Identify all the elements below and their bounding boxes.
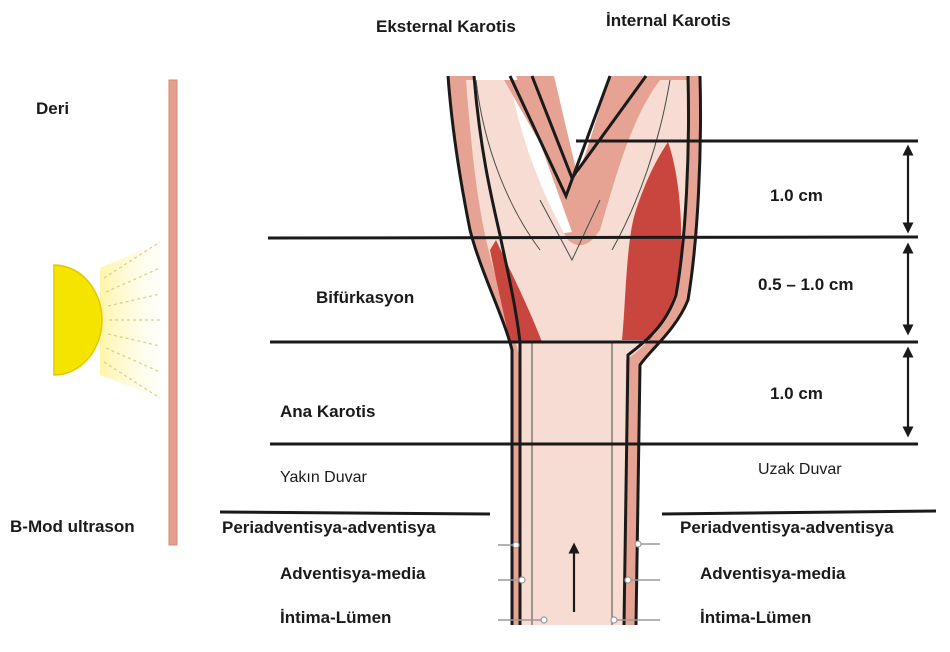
- external-carotid-label: Eksternal Karotis: [376, 18, 516, 35]
- intima-lumen-label-left: İntima-Lümen: [280, 609, 391, 626]
- internal-carotid-label: İnternal Karotis: [606, 12, 731, 29]
- intima-lumen-label-right: İntima-Lümen: [700, 609, 811, 626]
- skin-line: [169, 80, 177, 545]
- carotid-vessel: [448, 76, 701, 625]
- internal-segment-length: 1.0 cm: [770, 187, 823, 204]
- skin-label: Deri: [36, 100, 69, 117]
- periadventitia-label-right: Periadventisya-adventisya: [680, 519, 894, 536]
- periadventitia-label-left: Periadventisya-adventisya: [222, 519, 436, 536]
- ultrasound-beam: [100, 242, 160, 398]
- far-wall-label: Uzak Duvar: [758, 462, 842, 478]
- adventitia-media-label-left: Adventisya-media: [280, 565, 426, 582]
- bifurcation-segment-length: 0.5 – 1.0 cm: [758, 276, 853, 293]
- transducer-icon: [54, 265, 102, 375]
- b-mode-label: B-Mod ultrason: [10, 518, 135, 535]
- common-segment-length: 1.0 cm: [770, 385, 823, 402]
- adventitia-media-label-right: Adventisya-media: [700, 565, 846, 582]
- common-carotid-label: Ana Karotis: [280, 403, 375, 420]
- bifurcation-label: Bifürkasyon: [316, 289, 414, 306]
- near-wall-label: Yakın Duvar: [280, 470, 367, 486]
